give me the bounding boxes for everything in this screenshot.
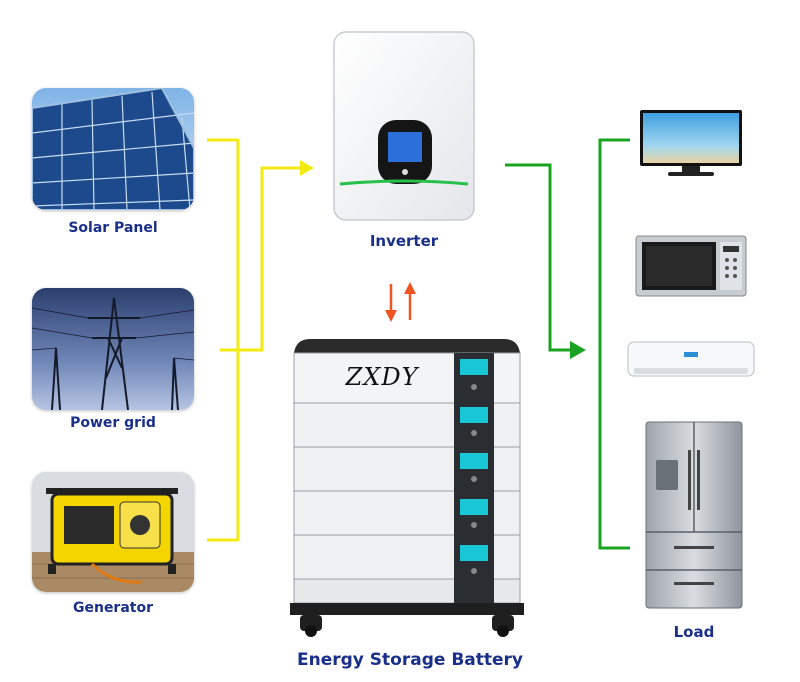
battery-label: Energy Storage Battery <box>297 650 523 670</box>
microwave-icon <box>635 235 747 297</box>
generator-card <box>32 472 194 592</box>
tv-icon <box>640 110 742 176</box>
source-label-generator: Generator <box>72 600 153 616</box>
up-arrow-icon <box>404 282 416 294</box>
down-arrow-icon <box>385 310 397 322</box>
generator-photo-icon <box>32 472 194 592</box>
source-to-inverter-line <box>220 166 300 352</box>
source-label-solar: Solar Panel <box>68 220 158 236</box>
air-conditioner-device <box>626 338 756 384</box>
battery-brand-logo: ZXDY <box>345 363 419 391</box>
power-grid-card <box>32 288 194 410</box>
battery-stack: ZXDY <box>286 335 528 640</box>
load-bus-line <box>598 138 630 550</box>
inverter-device <box>330 28 478 224</box>
solar-panel-photo-icon <box>32 88 194 210</box>
load-label: Load <box>673 623 715 641</box>
inverter-photo-icon <box>333 31 475 221</box>
refrigerator-icon <box>645 421 743 609</box>
microwave-device <box>634 234 748 298</box>
power-grid-photo-icon <box>32 288 194 410</box>
tv-device <box>638 108 744 180</box>
load-arrowhead <box>570 341 586 359</box>
refrigerator-device <box>644 420 744 612</box>
battery-stack-photo-icon <box>290 339 524 637</box>
inverter-to-load-line <box>505 163 572 352</box>
source-arrowhead <box>300 160 314 176</box>
source-bus-line <box>207 138 240 542</box>
air-conditioner-icon <box>627 341 755 377</box>
source-label-grid: Power grid <box>70 415 156 431</box>
solar-panel-card <box>32 88 194 210</box>
inverter-label: Inverter <box>369 232 439 250</box>
